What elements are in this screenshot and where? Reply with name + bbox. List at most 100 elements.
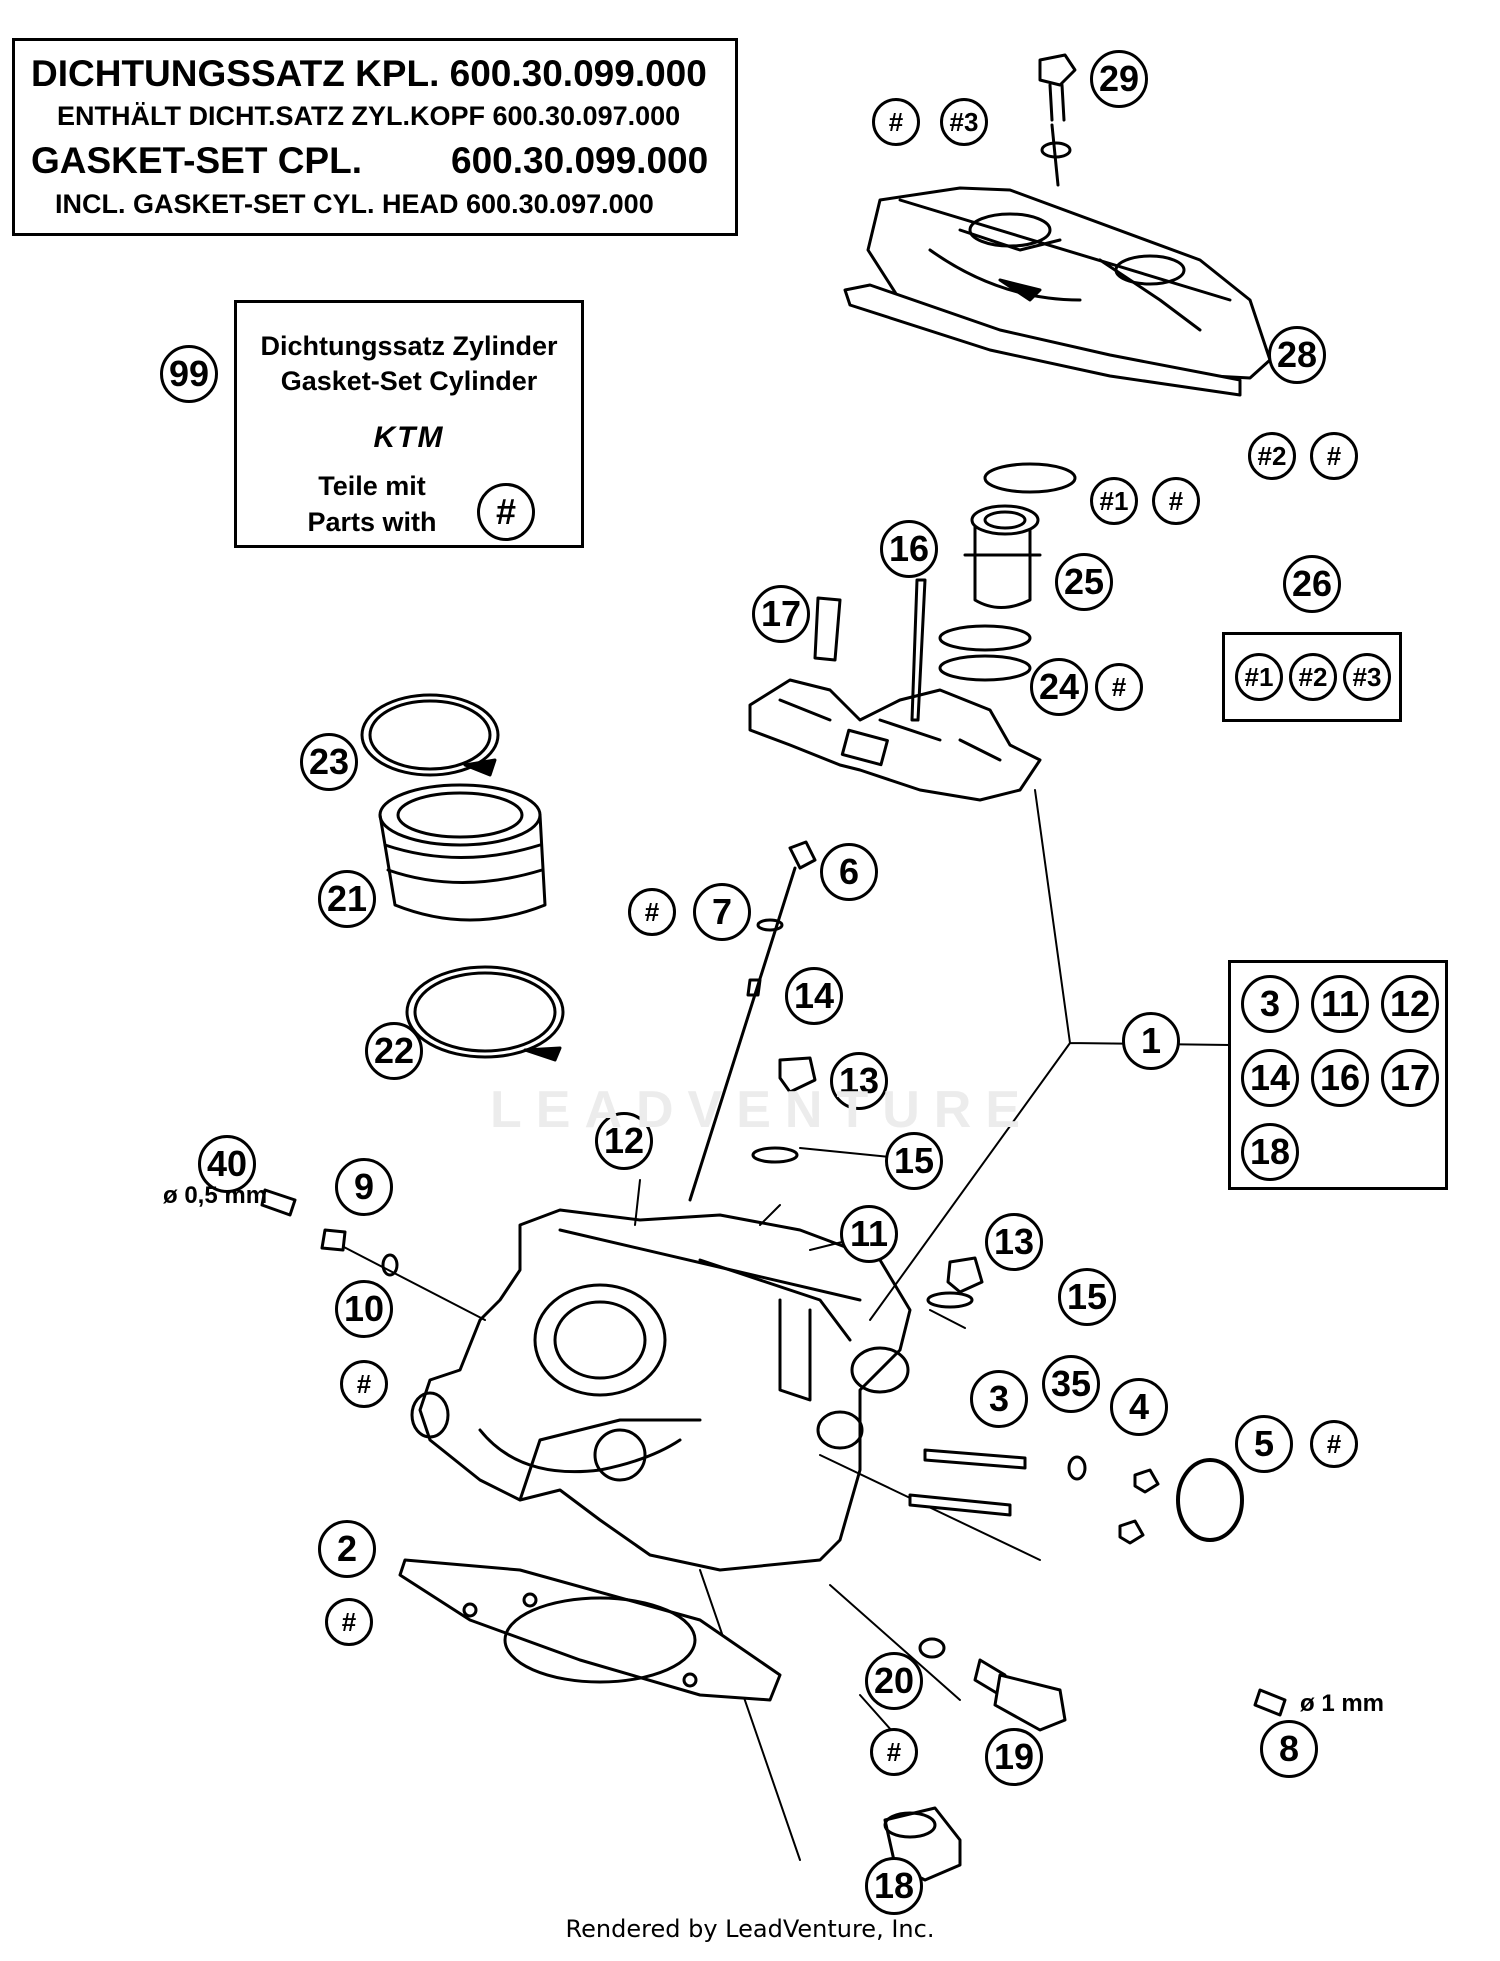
gasket-set-line-2: ENTHÄLT DICHT.SATZ ZYL.KOPF 600.30.097.0… — [57, 101, 681, 131]
kit-title-en: Gasket-Set Cylinder — [280, 366, 538, 396]
group-1-item-3[interactable]: 3 — [1241, 975, 1299, 1033]
hose-clamp-22 — [405, 965, 565, 1062]
group-26-item-1[interactable]: #1 — [1235, 653, 1283, 701]
gasket-set-line-4: INCL. GASKET-SET CYL. HEAD 600.30.097.00… — [55, 189, 654, 219]
callout-28[interactable]: 28 — [1268, 326, 1326, 384]
callout-25[interactable]: 25 — [1055, 553, 1113, 611]
screw-9 — [320, 1228, 347, 1252]
kit-parts-de: Teile mit — [318, 471, 426, 501]
callout-13-right[interactable]: 13 — [985, 1213, 1043, 1271]
sleeve-part-25 — [963, 504, 1042, 609]
callout-99[interactable]: 99 — [160, 345, 218, 403]
callout-21[interactable]: 21 — [318, 870, 376, 928]
stud-3b — [908, 1493, 1012, 1517]
callout-16[interactable]: 16 — [880, 520, 938, 578]
seal-part-24a — [938, 624, 1032, 652]
washer-15-upper — [751, 1146, 799, 1164]
stud-line — [688, 866, 797, 1202]
callout-18[interactable]: 18 — [865, 1857, 923, 1915]
pin-16 — [910, 578, 927, 722]
cap-nut-6 — [788, 840, 817, 870]
callout-12[interactable]: 12 — [595, 1112, 653, 1170]
nut-13-upper — [778, 1056, 817, 1094]
group-26-item-3[interactable]: #3 — [1343, 653, 1391, 701]
stud-14 — [746, 978, 762, 997]
kit-title-de: Dichtungssatz Zylinder — [260, 331, 558, 361]
callout-17[interactable]: 17 — [752, 585, 810, 643]
head-gasket-2 — [398, 1558, 782, 1702]
gasket-set-number-en: 600.30.099.000 — [451, 140, 709, 181]
sensor-19 — [973, 1658, 1067, 1732]
jet-8 — [1253, 1688, 1287, 1717]
gasket-kit-box: Dichtungssatz Zylinder Gasket-Set Cylind… — [234, 300, 584, 548]
camshaft-carrier — [748, 678, 1042, 802]
marker-hash-28: # — [1310, 432, 1358, 480]
group-26-item-2[interactable]: #2 — [1289, 653, 1337, 701]
seal-part-24b — [938, 654, 1032, 682]
group-26-box: #1 #2 #3 — [1222, 632, 1402, 722]
marker-hash-2: # — [325, 1598, 373, 1646]
group-1-item-16[interactable]: 16 — [1311, 1049, 1369, 1107]
group-1-item-12[interactable]: 12 — [1381, 975, 1439, 1033]
washer-10 — [381, 1253, 399, 1277]
callout-20[interactable]: 20 — [865, 1652, 923, 1710]
callout-5[interactable]: 5 — [1235, 1415, 1293, 1473]
callout-15-upper[interactable]: 15 — [885, 1132, 943, 1190]
callout-1[interactable]: 1 — [1122, 1012, 1180, 1070]
callout-22[interactable]: 22 — [365, 1022, 423, 1080]
group-1-item-17[interactable]: 17 — [1381, 1049, 1439, 1107]
kit-parts-marker: # — [477, 483, 535, 541]
callout-15-right[interactable]: 15 — [1058, 1268, 1116, 1326]
callout-29[interactable]: 29 — [1090, 50, 1148, 108]
gasket-set-line-1: DICHTUNGSSATZ KPL. 600.30.099.000 — [31, 53, 707, 94]
callout-9[interactable]: 9 — [335, 1158, 393, 1216]
callout-40[interactable]: 40 — [198, 1135, 256, 1193]
callout-4[interactable]: 4 — [1110, 1378, 1168, 1436]
nut-4b — [1118, 1519, 1145, 1545]
note-diameter-1: ø 1 mm — [1300, 1690, 1385, 1717]
callout-14[interactable]: 14 — [785, 967, 843, 1025]
group-1-box: 3 11 12 14 16 17 18 — [1228, 960, 1448, 1190]
callout-26[interactable]: 26 — [1283, 555, 1341, 613]
callout-6[interactable]: 6 — [820, 843, 878, 901]
group-1-item-18[interactable]: 18 — [1241, 1123, 1299, 1181]
oring-5 — [1176, 1458, 1244, 1542]
callout-35[interactable]: 35 — [1042, 1355, 1100, 1413]
callout-10[interactable]: 10 — [335, 1280, 393, 1338]
callout-11[interactable]: 11 — [840, 1205, 898, 1263]
kit-parts-en: Parts with — [307, 507, 437, 537]
callout-3[interactable]: 3 — [970, 1370, 1028, 1428]
group-1-item-14[interactable]: 14 — [1241, 1049, 1299, 1107]
marker-hash2-28: #2 — [1248, 432, 1296, 480]
callout-24[interactable]: 24 — [1030, 658, 1088, 716]
note-diameter-05: ø 0,5 mm — [163, 1182, 268, 1209]
washer-20 — [918, 1637, 946, 1659]
callout-8[interactable]: 8 — [1260, 1720, 1318, 1778]
marker-hash-24: # — [1095, 663, 1143, 711]
pin-17 — [813, 596, 842, 662]
group-1-item-11[interactable]: 11 — [1311, 975, 1369, 1033]
callout-13-upper[interactable]: 13 — [830, 1052, 888, 1110]
stud-3a — [923, 1448, 1027, 1470]
marker-hash3-29: #3 — [940, 98, 988, 146]
callout-2[interactable]: 2 — [318, 1520, 376, 1578]
watermark: LEADVENTURE — [490, 1081, 1035, 1139]
gasket-set-line-3: GASKET-SET CPL. 600.30.099.000 — [31, 140, 708, 182]
marker-hash-5: # — [1310, 1420, 1358, 1468]
callout-19[interactable]: 19 — [985, 1728, 1043, 1786]
nut-4a — [1133, 1468, 1160, 1494]
marker-hash1-oring: #1 — [1090, 477, 1138, 525]
marker-hash-10: # — [340, 1360, 388, 1408]
footer-credit: Rendered by LeadVenture, Inc. — [565, 1915, 935, 1943]
callout-23[interactable]: 23 — [300, 733, 358, 791]
valve-cover-gasket — [843, 283, 1242, 397]
bolt-29 — [1038, 53, 1077, 187]
hose-clamp-23 — [360, 693, 500, 777]
jet-40 — [260, 1188, 297, 1217]
marker-hash-29a: # — [872, 98, 920, 146]
intake-rubber-21 — [378, 783, 547, 922]
callout-7[interactable]: 7 — [693, 883, 751, 941]
marker-hash-oring: # — [1152, 477, 1200, 525]
nut-13-right — [946, 1256, 984, 1294]
